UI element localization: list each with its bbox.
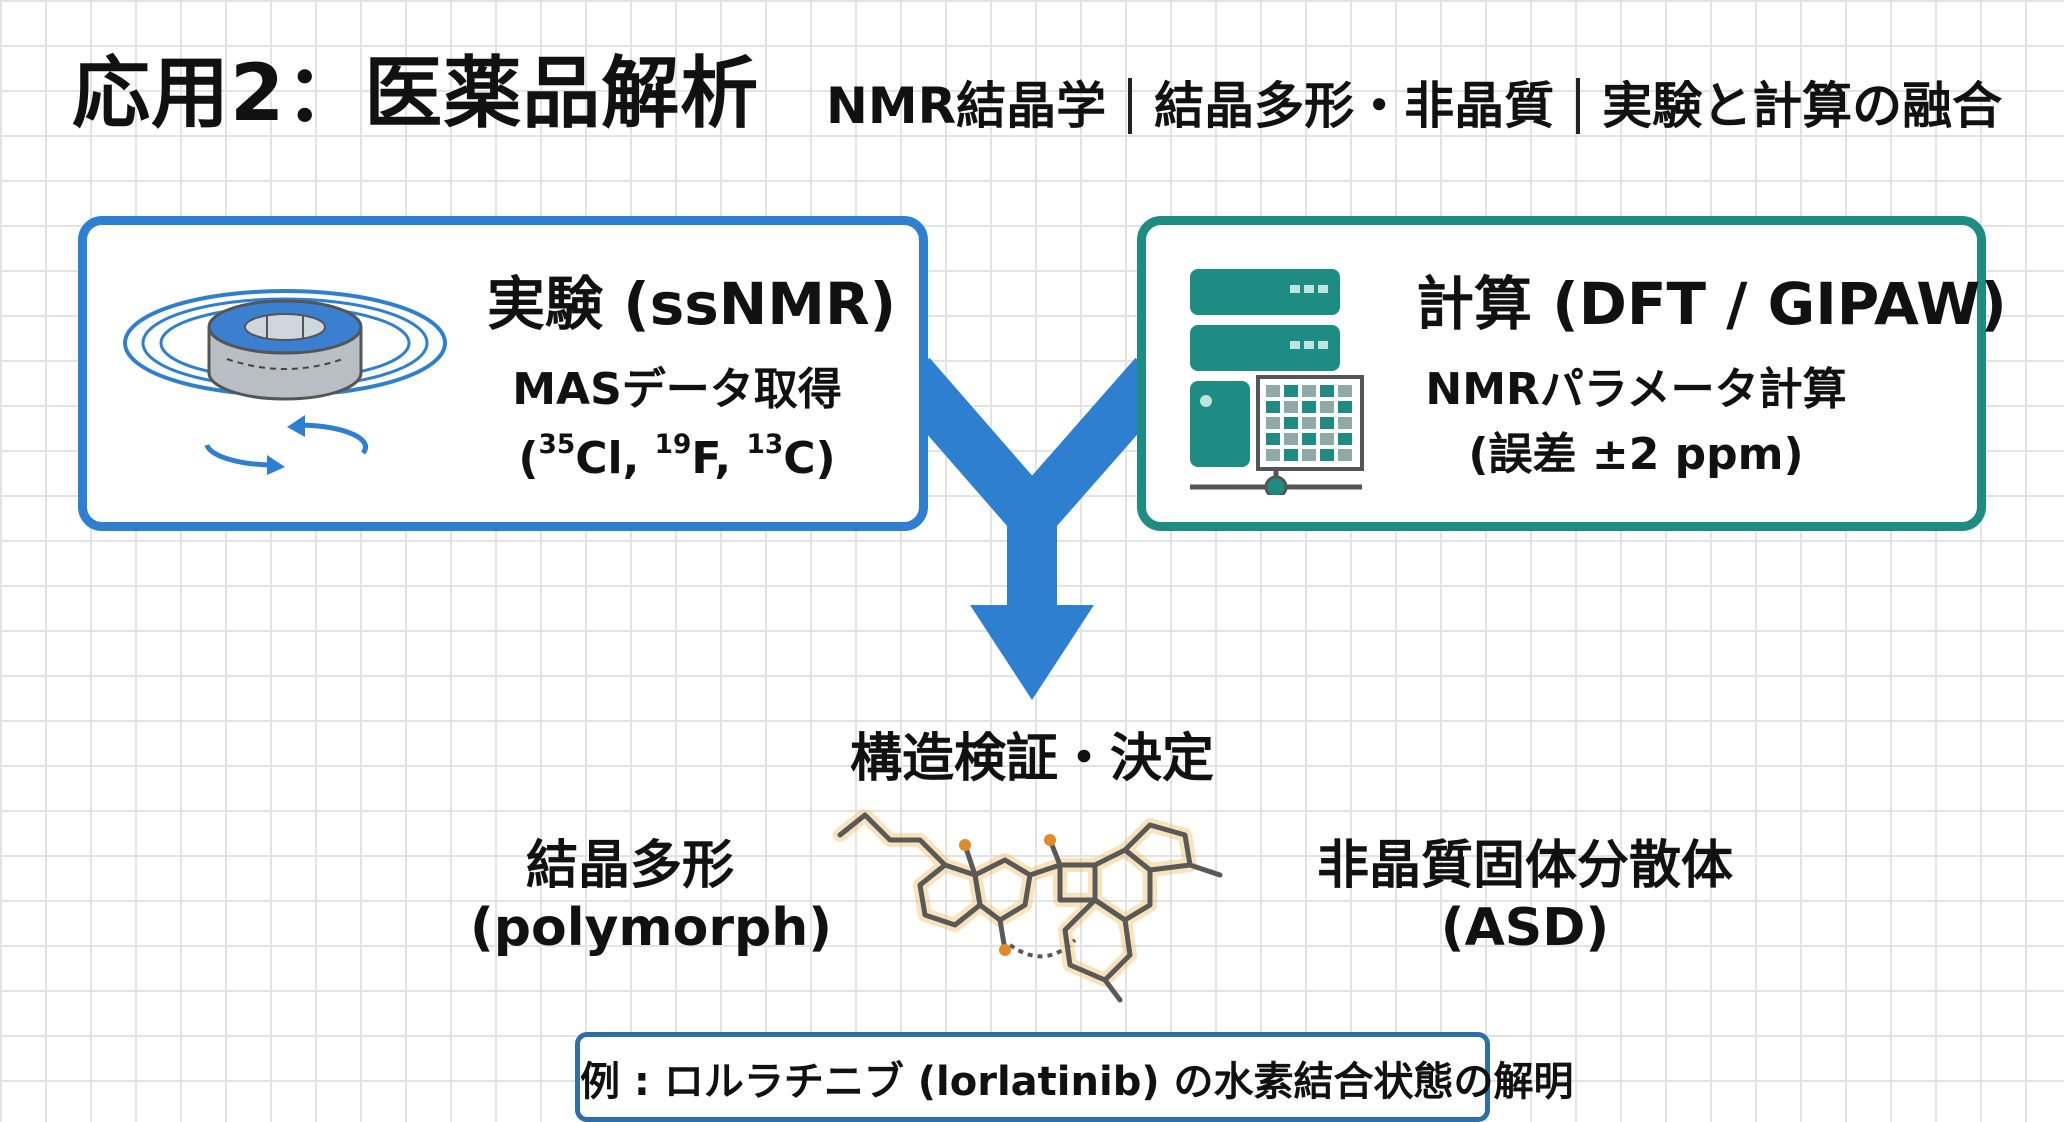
merge-arrow-stem — [1007, 495, 1057, 610]
calculation-error: (誤差 ±2 ppm) — [1468, 429, 1804, 480]
subtitle-item-polymorph: 結晶多形・非晶質 — [1154, 76, 1555, 135]
subtitle-separator — [1128, 78, 1133, 134]
mas-rotor-icon — [123, 289, 447, 475]
experiment-method: MASデータ取得 — [512, 364, 842, 415]
merge-arrow-right-branch — [1012, 357, 1175, 533]
asd-label-jp: 非晶質固体分散体 — [1316, 836, 1733, 896]
calculation-panel: 計算 (DFT / GIPAW) NMRパラメータ計算 (誤差 ±2 ppm) — [1137, 216, 2007, 531]
structure-verification-label: 構造検証・決定 — [849, 729, 1214, 789]
subtitle-separator — [1576, 78, 1581, 134]
molecule-structure-icon — [833, 810, 1223, 1003]
example-note: 例 : ロルラチニブ (lorlatinib) の水素結合状態の解明 — [575, 1032, 1574, 1122]
polymorph-label-en: (polymorph) — [470, 898, 832, 959]
calculation-title: 計算 (DFT / GIPAW) — [1416, 270, 2007, 338]
asd-label: 非晶質固体分散体 (ASD) — [1300, 835, 1750, 960]
page-title: 応用2：医薬品解析 — [72, 49, 760, 139]
merge-arrow-head — [970, 605, 1094, 700]
experiment-title: 実験 (ssNMR) — [487, 270, 897, 338]
experiment-nuclei: (35Cl, 19F, 13C) — [518, 429, 836, 484]
subtitle: NMR結晶学 結晶多形・非晶質 実験と計算の融合 — [826, 78, 2002, 134]
subtitle-item-fusion: 実験と計算の融合 — [1602, 76, 2003, 135]
calculation-method: NMRパラメータ計算 — [1425, 364, 1847, 415]
polymorph-label: 結晶多形 (polymorph) — [470, 835, 832, 960]
server-grid-icon — [1190, 269, 1364, 495]
polymorph-label-jp: 結晶多形 — [525, 836, 734, 896]
experiment-panel: 実験 (ssNMR) MASデータ取得 (35Cl, 19F, 13C) — [78, 216, 928, 531]
asd-label-en: (ASD) — [1440, 898, 1610, 959]
merge-arrow-left-branch — [890, 357, 1052, 533]
subtitle-item-nmr-crystallography: NMR結晶学 — [826, 76, 1107, 135]
